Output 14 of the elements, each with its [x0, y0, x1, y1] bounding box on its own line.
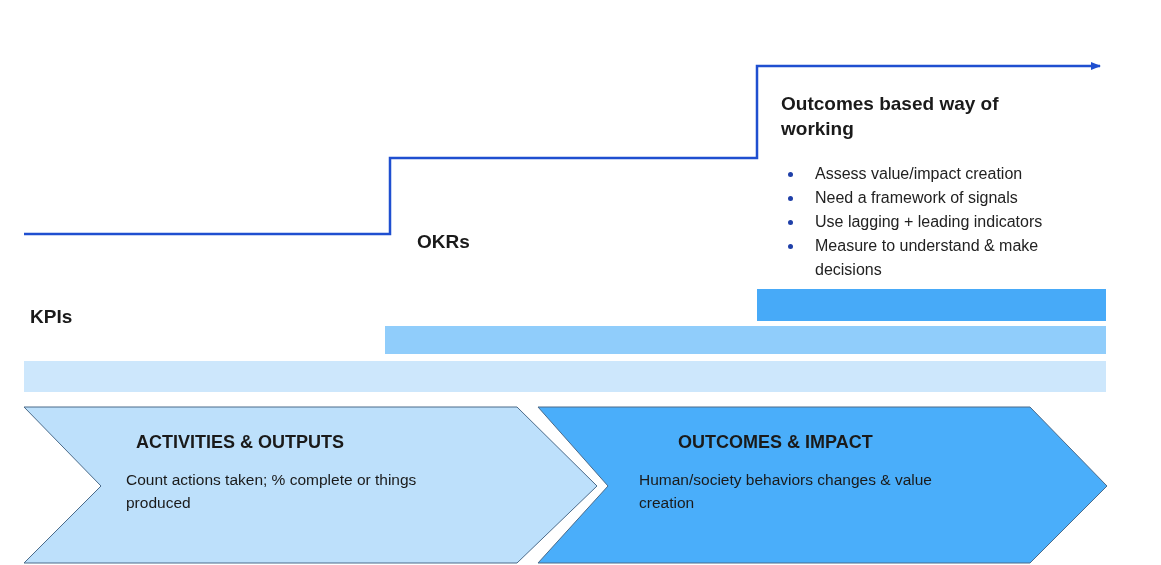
horizontal-bar [24, 361, 1106, 392]
horizontal-bar [757, 289, 1106, 321]
bullet-text: Use lagging + leading indicators [815, 212, 1044, 232]
section-heading: KPIs [30, 305, 73, 329]
bullet-text: Assess value/impact creation [815, 164, 1024, 184]
chevron-heading: ACTIVITIES & OUTPUTS [136, 431, 344, 454]
chevron-heading: OUTCOMES & IMPACT [678, 431, 873, 454]
bullet-text: Need a framework of signals [815, 188, 1019, 208]
bullet-text: Measure to understand & make decisions [815, 236, 1040, 280]
section-heading: Outcomes based way of working [781, 92, 1000, 141]
section-heading: OKRs [417, 230, 470, 254]
chevron-description: Count actions taken; % complete or things produced [126, 470, 418, 513]
horizontal-bar [385, 326, 1106, 354]
chevron-description: Human/society behaviors changes & value creation [639, 470, 933, 513]
